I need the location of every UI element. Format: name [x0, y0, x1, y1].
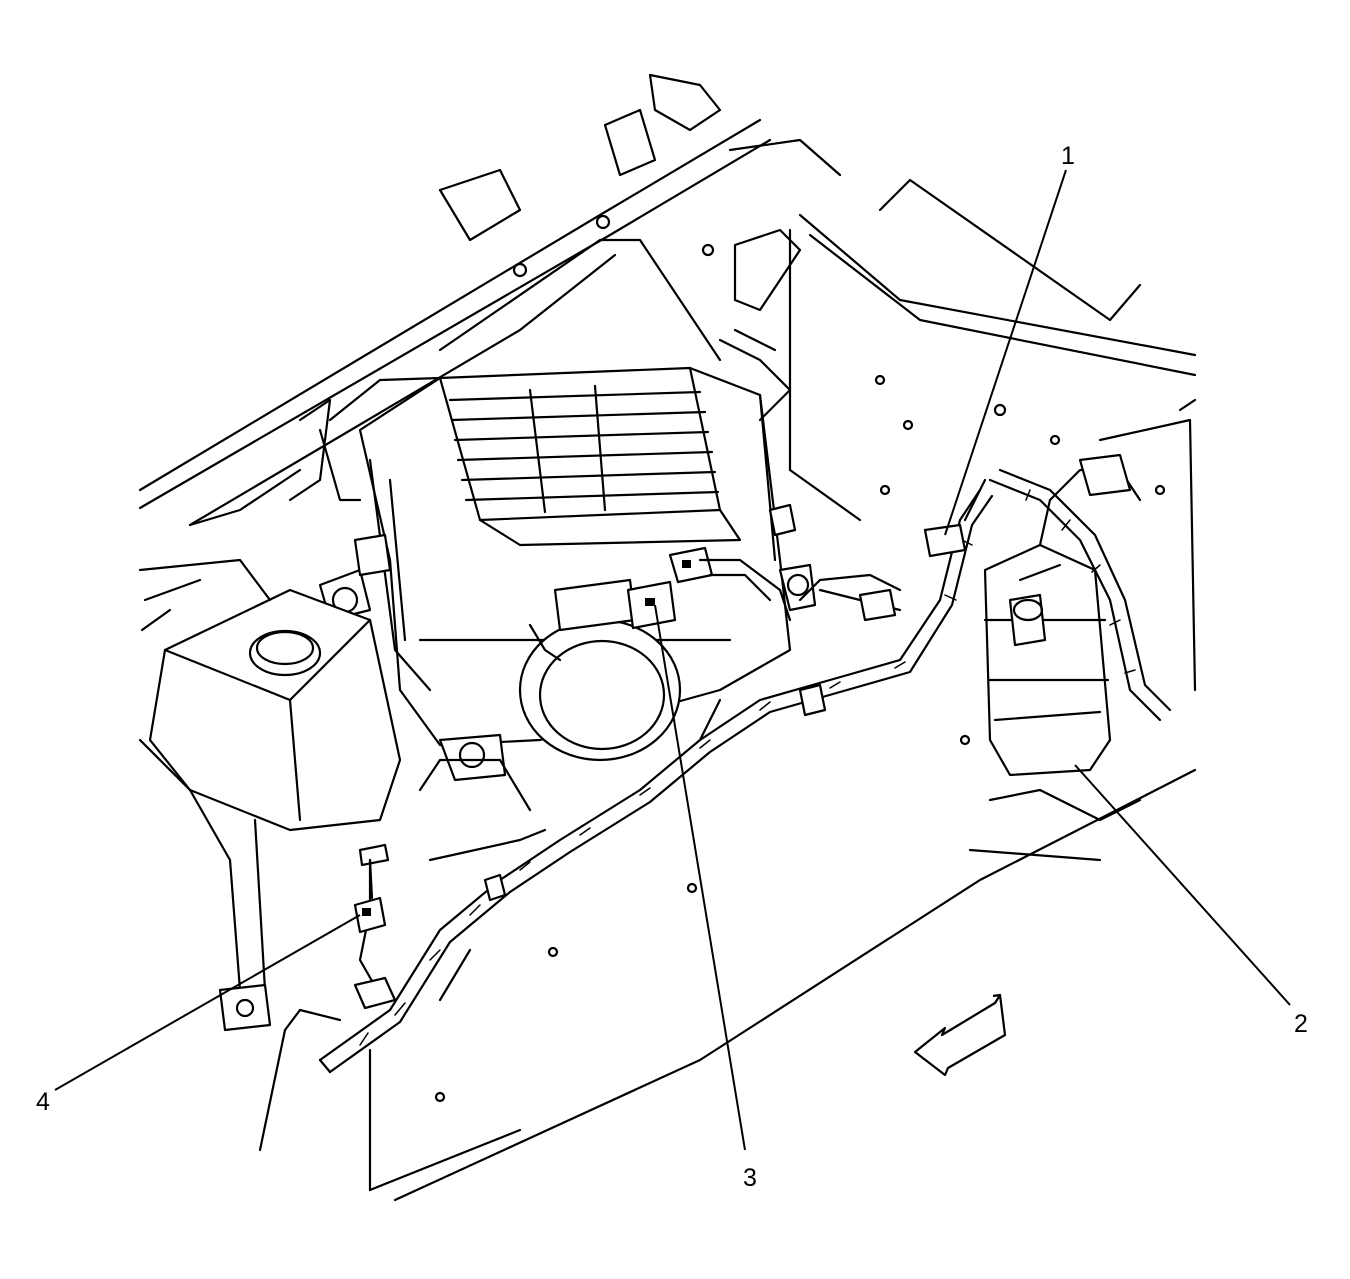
leader-3	[654, 604, 746, 1151]
callout-3: 3	[743, 1164, 757, 1192]
leader-4	[54, 914, 361, 1091]
leader-1	[944, 169, 1067, 536]
cowl-panel	[138, 73, 842, 527]
coolant-reservoir	[138, 558, 402, 1032]
mass-airflow-sensor	[518, 546, 714, 762]
inner-fender-panel	[701, 178, 1197, 692]
reservoir-sensor	[353, 843, 390, 934]
callout-2: 2	[1294, 1010, 1308, 1038]
leader-2	[1074, 764, 1291, 1006]
forward-direction-arrow-icon	[913, 993, 1007, 1077]
harness-connector	[923, 478, 987, 558]
callout-4: 4	[36, 1088, 50, 1116]
callout-1: 1	[1061, 142, 1075, 170]
callout-leaders	[54, 169, 1291, 1151]
air-cleaner-housing	[318, 238, 817, 782]
wiring-harness	[318, 468, 1172, 1074]
frame-rail	[258, 734, 1197, 1202]
vapor-canister	[968, 453, 1142, 862]
